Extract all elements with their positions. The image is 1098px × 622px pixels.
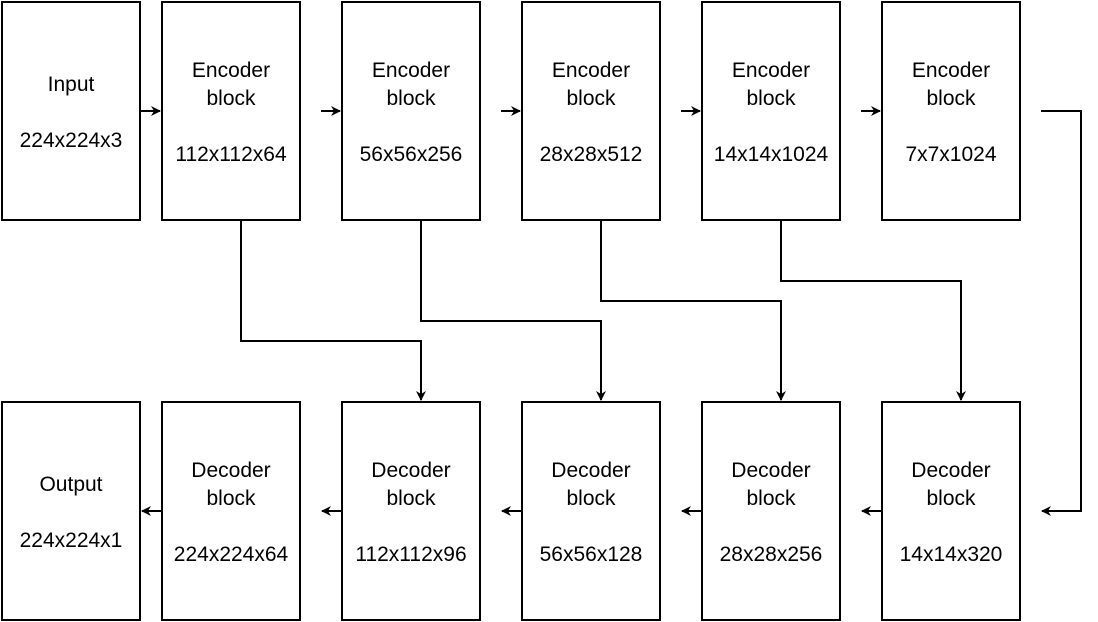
skip-encoder-2-to-decoder-3 (420, 221, 606, 401)
encoder-block-3: Encoder block 28x28x512 (521, 1, 661, 221)
decoder-block-5: Decoder block 14x14x320 (881, 401, 1021, 621)
decoder-dims: 56x56x128 (539, 543, 643, 566)
decoder-label-line1: Decoder (371, 459, 451, 482)
encoder-block-2: Encoder block 56x56x256 (341, 1, 481, 221)
decoder-dims: 112x112x96 (355, 543, 467, 566)
decoder-label-line1: Decoder (731, 459, 811, 482)
encoder-label-line1: Encoder (731, 59, 811, 82)
input-node: Input 224x224x3 (1, 1, 141, 221)
decoder-label-line1: Decoder (191, 459, 271, 482)
output-node: Output 224x224x1 (1, 401, 141, 621)
skip-encoder-3-to-decoder-4 (600, 221, 786, 401)
encoder-label-line1: Encoder (371, 59, 451, 82)
encoder-dims: 7x7x1024 (905, 143, 997, 166)
encoder-dims: 112x112x64 (175, 143, 287, 166)
decoder-dims: 28x28x256 (719, 543, 823, 566)
encoder-label-line1: Encoder (191, 59, 271, 82)
decoder-label-line2: block (746, 487, 796, 510)
decoder-dims: 14x14x320 (899, 543, 1003, 566)
decoder-label-line2: block (206, 487, 256, 510)
encoder-label-line1: Encoder (911, 59, 991, 82)
input-dims: 224x224x3 (19, 129, 123, 152)
decoder-block-3: Decoder block 56x56x128 (521, 401, 661, 621)
encoder-label-line2: block (206, 87, 256, 110)
decoder-block-1: Decoder block 224x224x64 (161, 401, 301, 621)
encoder-label-line2: block (566, 87, 616, 110)
encoder-block-1: Encoder block 112x112x64 (161, 1, 301, 221)
decoder-label-line1: Decoder (911, 459, 991, 482)
input-label: Input (47, 73, 95, 96)
skip-encoder-4-to-decoder-5 (780, 221, 966, 401)
encoder-label-line1: Encoder (551, 59, 631, 82)
decoder-label-line2: block (566, 487, 616, 510)
output-label: Output (39, 473, 103, 496)
decoder-label-line1: Decoder (551, 459, 631, 482)
encoder-dims: 28x28x512 (539, 143, 643, 166)
decoder-block-2: Decoder block 112x112x96 (341, 401, 481, 621)
skip-encoder-1-to-decoder-2 (240, 221, 426, 401)
encoder-label-line2: block (386, 87, 436, 110)
decoder-label-line2: block (386, 487, 436, 510)
decoder-block-4: Decoder block 28x28x256 (701, 401, 841, 621)
output-dims: 224x224x1 (19, 529, 123, 552)
encoder-block-4: Encoder block 14x14x1024 (701, 1, 841, 221)
decoder-label-line2: block (926, 487, 976, 510)
encoder-block-5: Encoder block 7x7x1024 (881, 1, 1021, 221)
arrow-encoder-5-to-decoder-5 (1041, 110, 1082, 516)
encoder-label-line2: block (746, 87, 796, 110)
encoder-dims: 56x56x256 (359, 143, 463, 166)
decoder-dims: 224x224x64 (173, 543, 289, 566)
encoder-label-line2: block (926, 87, 976, 110)
encoder-dims: 14x14x1024 (713, 143, 829, 166)
